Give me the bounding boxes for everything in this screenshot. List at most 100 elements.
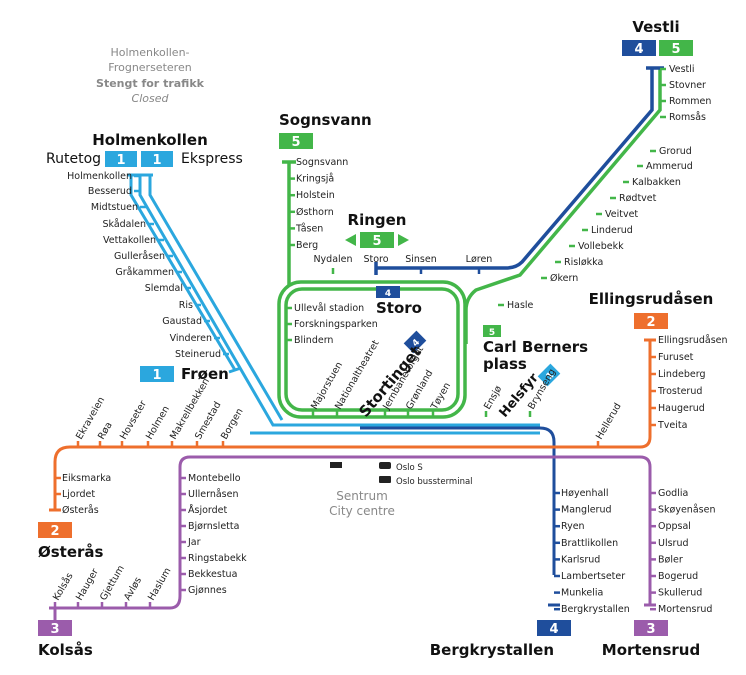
station-label-vestli: Vestli: [669, 64, 695, 75]
hellerud-station: Hellerud: [594, 401, 624, 447]
station-label-sognsvann: Sognsvann: [296, 157, 348, 168]
station-label-furuset: Furuset: [658, 352, 694, 363]
line-1-badge-ekspress-text: 1: [152, 153, 161, 168]
station-label-osthorn: Østhorn: [296, 207, 334, 218]
bus-terminal-label: Oslo bussterminal: [396, 477, 473, 487]
line-5-badge-carl-berners-text: 5: [489, 328, 495, 338]
line-5-badge-sognsvann-text: 5: [291, 135, 300, 150]
station-label-kolsas: Kolsås: [51, 571, 76, 602]
station-label-sinsen: Sinsen: [405, 254, 437, 265]
kolsas-terminus-label: Kolsås: [38, 641, 93, 659]
line-5-badge-ringen: [360, 232, 394, 248]
station-label-berg: Berg: [296, 240, 318, 251]
train-icon: [379, 462, 391, 469]
station-label-brattlikollen: Brattlikollen: [561, 538, 618, 549]
line-3-badge-kolsas: [38, 620, 72, 636]
line-5-badge-carl-berners: [483, 325, 501, 337]
station-label-asjordet: Åsjordet: [188, 504, 228, 516]
station-label-vinderen: Vinderen: [170, 333, 212, 344]
station-label-boler: Bøler: [658, 554, 683, 565]
station-label-ammerud: Ammerud: [646, 161, 693, 172]
line-1-stations: HolmenkollenBesserudMidtstuenSkådalenVet…: [67, 171, 229, 360]
station-label-lindeberg: Lindeberg: [658, 369, 705, 380]
station-label-gaustad: Gaustad: [162, 316, 202, 327]
station-label-manglerud: Manglerud: [561, 505, 612, 516]
line-1-badge-rutetog: [105, 151, 137, 167]
ring-top-stations: Nydalen Storo Sinsen Løren: [313, 254, 492, 274]
station-label-ulsrud: Ulsrud: [658, 538, 689, 549]
bus-icon: [379, 476, 391, 483]
closed-note-line2: Frognerseteren: [108, 61, 191, 74]
line-4-badge-stortinget: 4: [403, 330, 427, 354]
station-label-grakammen: Gråkammen: [115, 267, 174, 278]
station-label-loren: Løren: [466, 254, 493, 265]
station-label-eiksmarka: Eiksmarka: [62, 473, 111, 484]
station-label-vollebekk: Vollebekk: [578, 241, 624, 252]
station-label-haugerud: Haugerud: [658, 403, 705, 414]
station-label-tveita: Tveita: [657, 420, 687, 431]
line-1-badge-rutetog-text: 1: [116, 153, 125, 168]
station-label-godlia: Godlia: [658, 488, 688, 499]
station-label-trosterud: Trosterud: [657, 386, 702, 397]
ringen-label: Ringen: [348, 211, 407, 229]
line-3-east-stations: GodliaSkøyenåsenOppsalUlsrudBølerBogerud…: [650, 488, 715, 615]
ferry-icon: [330, 462, 342, 468]
station-label-forskningsparken: Forskningsparken: [294, 319, 378, 330]
carl-berners-label-2: plass: [483, 355, 527, 373]
oslo-s-label: Oslo S: [396, 463, 423, 473]
station-label-grorud: Grorud: [659, 146, 692, 157]
station-label-ris: Ris: [179, 300, 193, 311]
line-1-track: [129, 175, 540, 427]
centre-label-en: City centre: [329, 504, 395, 518]
station-label-osteras: Østerås: [62, 505, 99, 516]
station-label-okern: Økern: [550, 273, 578, 284]
line-4-badge-bergkrystallen: [537, 620, 571, 636]
svg-text:1: 1: [545, 371, 557, 383]
sognsvann-stations: SognsvannKringsjåHolsteinØsthornTåsenBer…: [289, 157, 348, 251]
rutetog-label: Rutetog: [46, 151, 101, 167]
station-label-rodtvet: Rødtvet: [619, 193, 657, 204]
line-4-badge-vestli: [622, 40, 656, 56]
ringen-arrow-right-icon: [398, 234, 409, 246]
station-label-ringstabekk: Ringstabekk: [188, 553, 247, 564]
ellingsrudasen-terminus-label: Ellingsrudåsen: [589, 290, 714, 308]
station-label-romsas: Romsås: [669, 112, 706, 123]
station-label-steinerud: Steinerud: [175, 349, 221, 360]
froen-terminus-bar: [228, 366, 242, 374]
station-label-borgen: Borgen: [219, 407, 246, 442]
station-label-skoyenasen: Skøyenåsen: [658, 505, 715, 516]
station-label-veitvet: Veitvet: [605, 209, 638, 220]
line-3-badge-kolsas-text: 3: [50, 622, 59, 637]
station-label-bekkestua: Bekkestua: [188, 569, 237, 580]
station-label-midtstuen: Midtstuen: [91, 202, 138, 213]
station-label-skadalen: Skådalen: [102, 219, 146, 230]
line-2-badge-ellingsrud: [634, 313, 668, 329]
station-label-storo: Storo: [363, 254, 388, 265]
station-label-gullerasen: Gulleråsen: [114, 251, 165, 262]
station-label-avlos: Avløs: [122, 575, 144, 602]
line-2-badge-ellingsrud-text: 2: [646, 315, 655, 330]
line-4-badge-vestli-text: 4: [634, 42, 643, 57]
line-2-badge-osteras-text: 2: [50, 524, 59, 539]
closed-note-line3: Stengt for trafikk: [96, 77, 205, 90]
station-label-stovner: Stovner: [669, 80, 706, 91]
line-5-vestli-track: [464, 68, 662, 344]
station-label-munkelia: Munkelia: [561, 588, 603, 599]
station-label-skullerud: Skullerud: [658, 588, 702, 599]
station-label-nydalen: Nydalen: [313, 254, 352, 265]
holmenkollen-terminus-label: Holmenkollen: [92, 131, 208, 149]
line-1-badge-ekspress: [141, 151, 173, 167]
line-4-vestli-track: [376, 68, 654, 270]
station-label-ellingsrudasen: Ellingsrudåsen: [658, 335, 728, 346]
station-label-roa: Røa: [96, 420, 115, 441]
line-5-badge-ringen-text: 5: [372, 234, 381, 249]
station-label-blindern: Blindern: [294, 335, 333, 346]
city-centre-tracks: [53, 340, 652, 625]
station-label-linderud: Linderud: [591, 225, 633, 236]
